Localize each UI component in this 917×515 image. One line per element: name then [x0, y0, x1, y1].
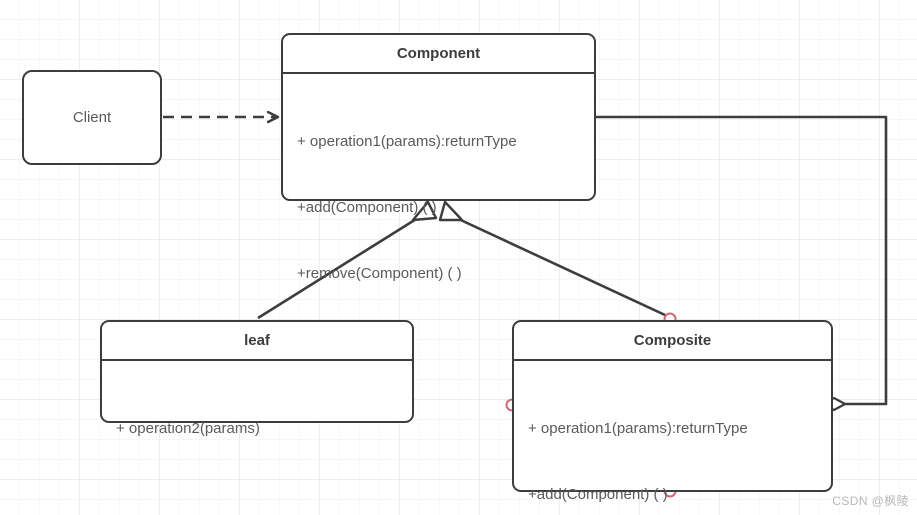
node-client-label: Client	[72, 109, 112, 126]
member-row: + operation1(params):returnType	[297, 133, 517, 151]
member-row: +add(Component) ( )	[528, 486, 668, 504]
node-leaf-divider	[102, 359, 412, 361]
node-composite-members: + operation1(params):returnType +add(Com…	[514, 361, 831, 515]
node-component-title: Component	[396, 45, 481, 62]
node-client[interactable]: Client	[22, 70, 162, 165]
watermark: CSDN @枫陵	[832, 494, 909, 508]
node-composite-divider	[514, 359, 831, 361]
member-row: +add(Component) ( )	[297, 199, 437, 217]
node-component-divider	[283, 72, 594, 74]
node-leaf-title: leaf	[244, 332, 270, 349]
node-leaf-members: + operation2(params)	[102, 361, 412, 490]
node-composite-title: Composite	[633, 332, 712, 349]
node-component[interactable]: Component + operation1(params):returnTyp…	[281, 33, 596, 349]
node-leaf[interactable]: leaf + operation2(params)	[100, 320, 414, 437]
member-row: +remove(Component) ( )	[297, 265, 462, 283]
member-row: + operation2(params)	[116, 420, 260, 438]
member-row: + operation1(params):returnType	[528, 420, 748, 438]
node-composite[interactable]: Composite + operation1(params):returnTyp…	[512, 320, 833, 503]
